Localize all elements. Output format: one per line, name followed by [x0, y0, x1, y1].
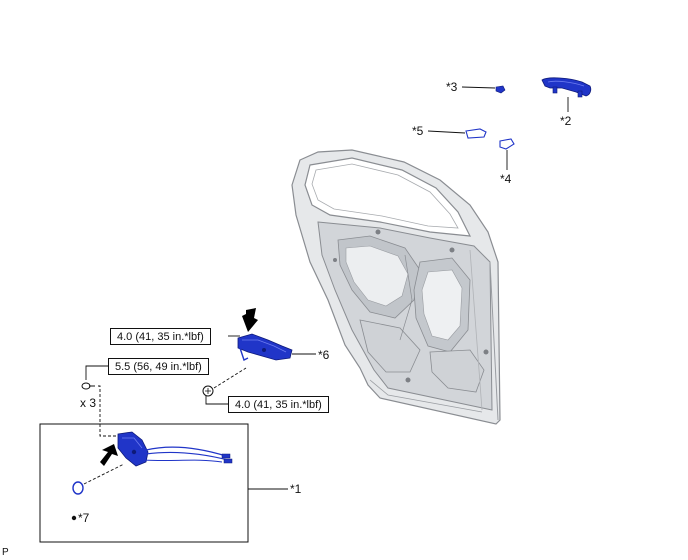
- bolt-quantity: x 3: [80, 396, 97, 410]
- rear-door-panel: [291, 149, 501, 425]
- bolt-part: [81, 382, 95, 390]
- door-lock-assembly-part: [117, 431, 233, 467]
- outside-handle-part: [541, 77, 592, 98]
- rear-gasket-part: [499, 138, 515, 150]
- callout-c7: *7: [78, 511, 90, 525]
- screw-part: [202, 385, 214, 397]
- seal-ring-part: [72, 481, 84, 495]
- screw-dashed-line: [213, 367, 247, 389]
- leader-line-c5: [427, 130, 466, 134]
- callout-c3: *3: [446, 80, 458, 94]
- callout-c5: *5: [412, 124, 424, 138]
- grease-dot-icon: [71, 515, 77, 521]
- install-arrow-upper: [242, 308, 258, 332]
- leader-line-c3: [461, 86, 496, 89]
- door-lock-box: [39, 423, 249, 543]
- torque-spec-lock-bolts: 5.5 (56, 49 in.*lbf): [108, 358, 209, 375]
- callout-c6: *6: [318, 348, 330, 362]
- handle-frame-part: [237, 333, 293, 361]
- install-arrow-lower: [100, 444, 118, 466]
- seal-dashed-line: [83, 463, 125, 485]
- leader-line-torque-bolts: [85, 365, 108, 380]
- callout-c1: *1: [290, 482, 302, 496]
- torque-spec-screw: 4.0 (41, 35 in.*lbf): [228, 396, 329, 413]
- handle-cover-part: [495, 85, 506, 94]
- figure-code: P: [2, 547, 9, 558]
- bolt-dashed-line: [98, 385, 122, 437]
- torque-spec-handle-frame: 4.0 (41, 35 in.*lbf): [110, 328, 211, 345]
- front-gasket-part: [465, 128, 487, 139]
- callout-c2: *2: [560, 114, 572, 128]
- leader-line-torque-screw: [205, 396, 228, 405]
- callout-c4: *4: [500, 172, 512, 186]
